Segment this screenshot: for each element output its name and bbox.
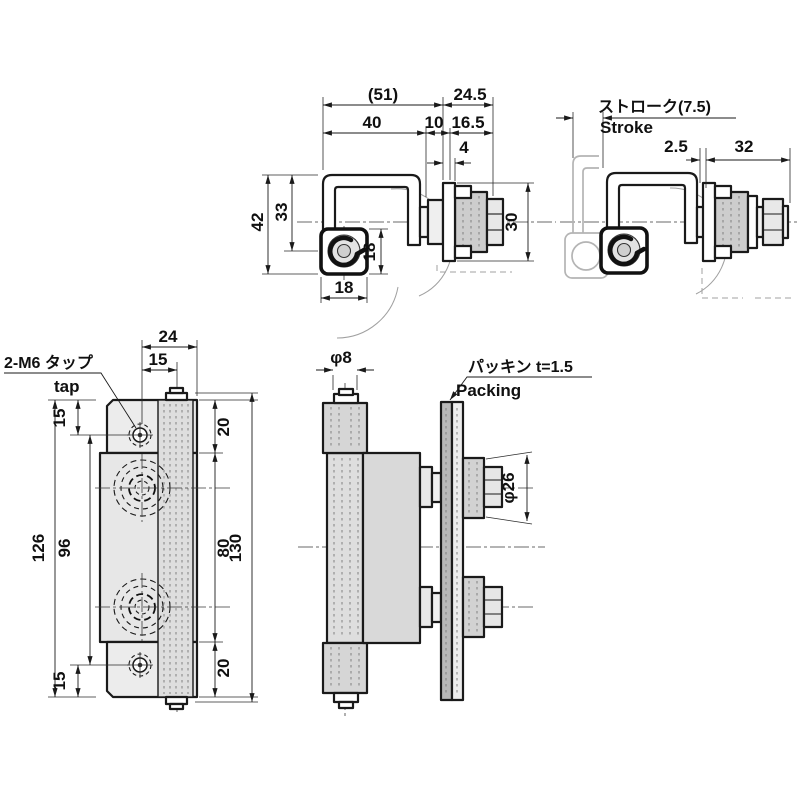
hidden-knob-bottom [95, 573, 232, 641]
label-tap-jp: 2-M6 タップ [4, 353, 94, 372]
hidden-knob-top [95, 454, 232, 522]
clip-top [453, 184, 473, 200]
view-side-stroke: ストローク(7.5) Stroke 2.5 32 [556, 98, 798, 299]
hex-nut [485, 197, 505, 247]
latch-hook [328, 235, 360, 268]
dim-label-32: 32 [735, 137, 754, 156]
dim-label-15-left-bottom: 15 [50, 672, 69, 691]
boss-phi26-upper [461, 456, 486, 520]
pin-cap-top-small [337, 387, 355, 397]
view-side-closed: (51) 24.5 40 10 16.5 4 42 33 18 18 30 [248, 85, 556, 339]
dim-label-80: 80 [214, 539, 233, 558]
dim-label-10: 10 [425, 113, 444, 132]
dim-label-18v: 18 [360, 243, 379, 262]
phantom-swing-arc-lower [336, 286, 399, 339]
label-packing-jp: パッキン t=1.5 [468, 358, 573, 376]
hex-nut-upper [482, 465, 504, 509]
phantom-plate-line [701, 268, 792, 299]
dim-label-40: 40 [363, 113, 382, 132]
clip-bottom [453, 244, 473, 260]
label-stroke-jp: ストローク(7.5) [598, 98, 711, 116]
latch-hook-tab [634, 246, 647, 256]
tap-leader-line [4, 372, 137, 429]
clip-top [713, 184, 733, 200]
dim-label-20-bottom: 20 [214, 659, 233, 678]
boss-phi26-lower [461, 575, 486, 639]
bolt-washer-stack [426, 198, 445, 246]
dim-label-30: 30 [502, 213, 521, 232]
latch-pivot [616, 242, 632, 258]
stub-lower [430, 591, 443, 624]
dim-label-18h: 18 [335, 278, 354, 297]
tap-hole-top [127, 422, 153, 448]
bolt-collar [418, 205, 430, 239]
latch-base-body [361, 451, 422, 645]
nut-end [781, 204, 790, 240]
phantom-plate-line [436, 265, 512, 273]
dim-label-33: 33 [272, 203, 291, 222]
dim-label-20-top: 20 [214, 418, 233, 437]
flange-disc [701, 181, 717, 263]
dim-label-24_5: 24.5 [453, 85, 486, 104]
packing-leader-line [449, 376, 592, 401]
clip-bottom [713, 244, 733, 260]
pin-cap-top-small [168, 386, 185, 395]
pin-lower [321, 641, 369, 695]
dim-label-126: 126 [29, 534, 48, 562]
pin-cap-bottom-small [337, 700, 355, 710]
washer [746, 194, 759, 250]
dim-label-130: 130 [226, 534, 245, 562]
ghost-bracket-outer [572, 155, 599, 233]
dim-label-15-left-top: 15 [50, 409, 69, 428]
pin-upper [321, 401, 369, 455]
tap-hole-bottom [127, 652, 153, 678]
view-front: 2-M6 タップ tap 24 15 15 126 96 15 2 [4, 327, 258, 712]
dim-label-96: 96 [55, 539, 74, 558]
dim-label-15-top: 15 [149, 350, 168, 369]
label-stroke-en: Stroke [600, 118, 653, 137]
boss-upper [418, 465, 434, 509]
label-packing-en: Packing [456, 381, 521, 400]
view-side-mounted: φ8 パッキン t=1.5 Packing φ26 [298, 348, 592, 716]
dim-label-ref51: (51) [368, 85, 398, 104]
ghost-cam [571, 241, 601, 271]
dim-label-24: 24 [159, 327, 178, 346]
latch-pivot [336, 243, 352, 259]
dim-label-2_5: 2.5 [664, 137, 688, 156]
dim-label-42: 42 [248, 213, 267, 232]
label-tap-en: tap [54, 377, 80, 396]
keeper-bracket [321, 173, 422, 247]
hex-nut [761, 197, 785, 247]
dim-label-4: 4 [459, 138, 469, 157]
latch-hook-tab [354, 247, 367, 257]
panel-plate [450, 400, 465, 702]
dim-label-16_5: 16.5 [451, 113, 484, 132]
pin-cap-bottom-small [168, 702, 185, 711]
pin-cap-bottom [332, 691, 360, 704]
dim-label-phi8: φ8 [330, 348, 352, 367]
ghost-bracket-inner [582, 167, 599, 233]
latch-hook [608, 234, 640, 267]
pin-strip-texture [163, 404, 189, 694]
boss-lower [418, 585, 434, 629]
flange-disc [441, 181, 457, 263]
keeper-bracket [605, 171, 699, 245]
stub-upper [430, 471, 443, 504]
hex-nut-lower [482, 585, 504, 629]
dim-label-phi26: φ26 [499, 472, 518, 503]
